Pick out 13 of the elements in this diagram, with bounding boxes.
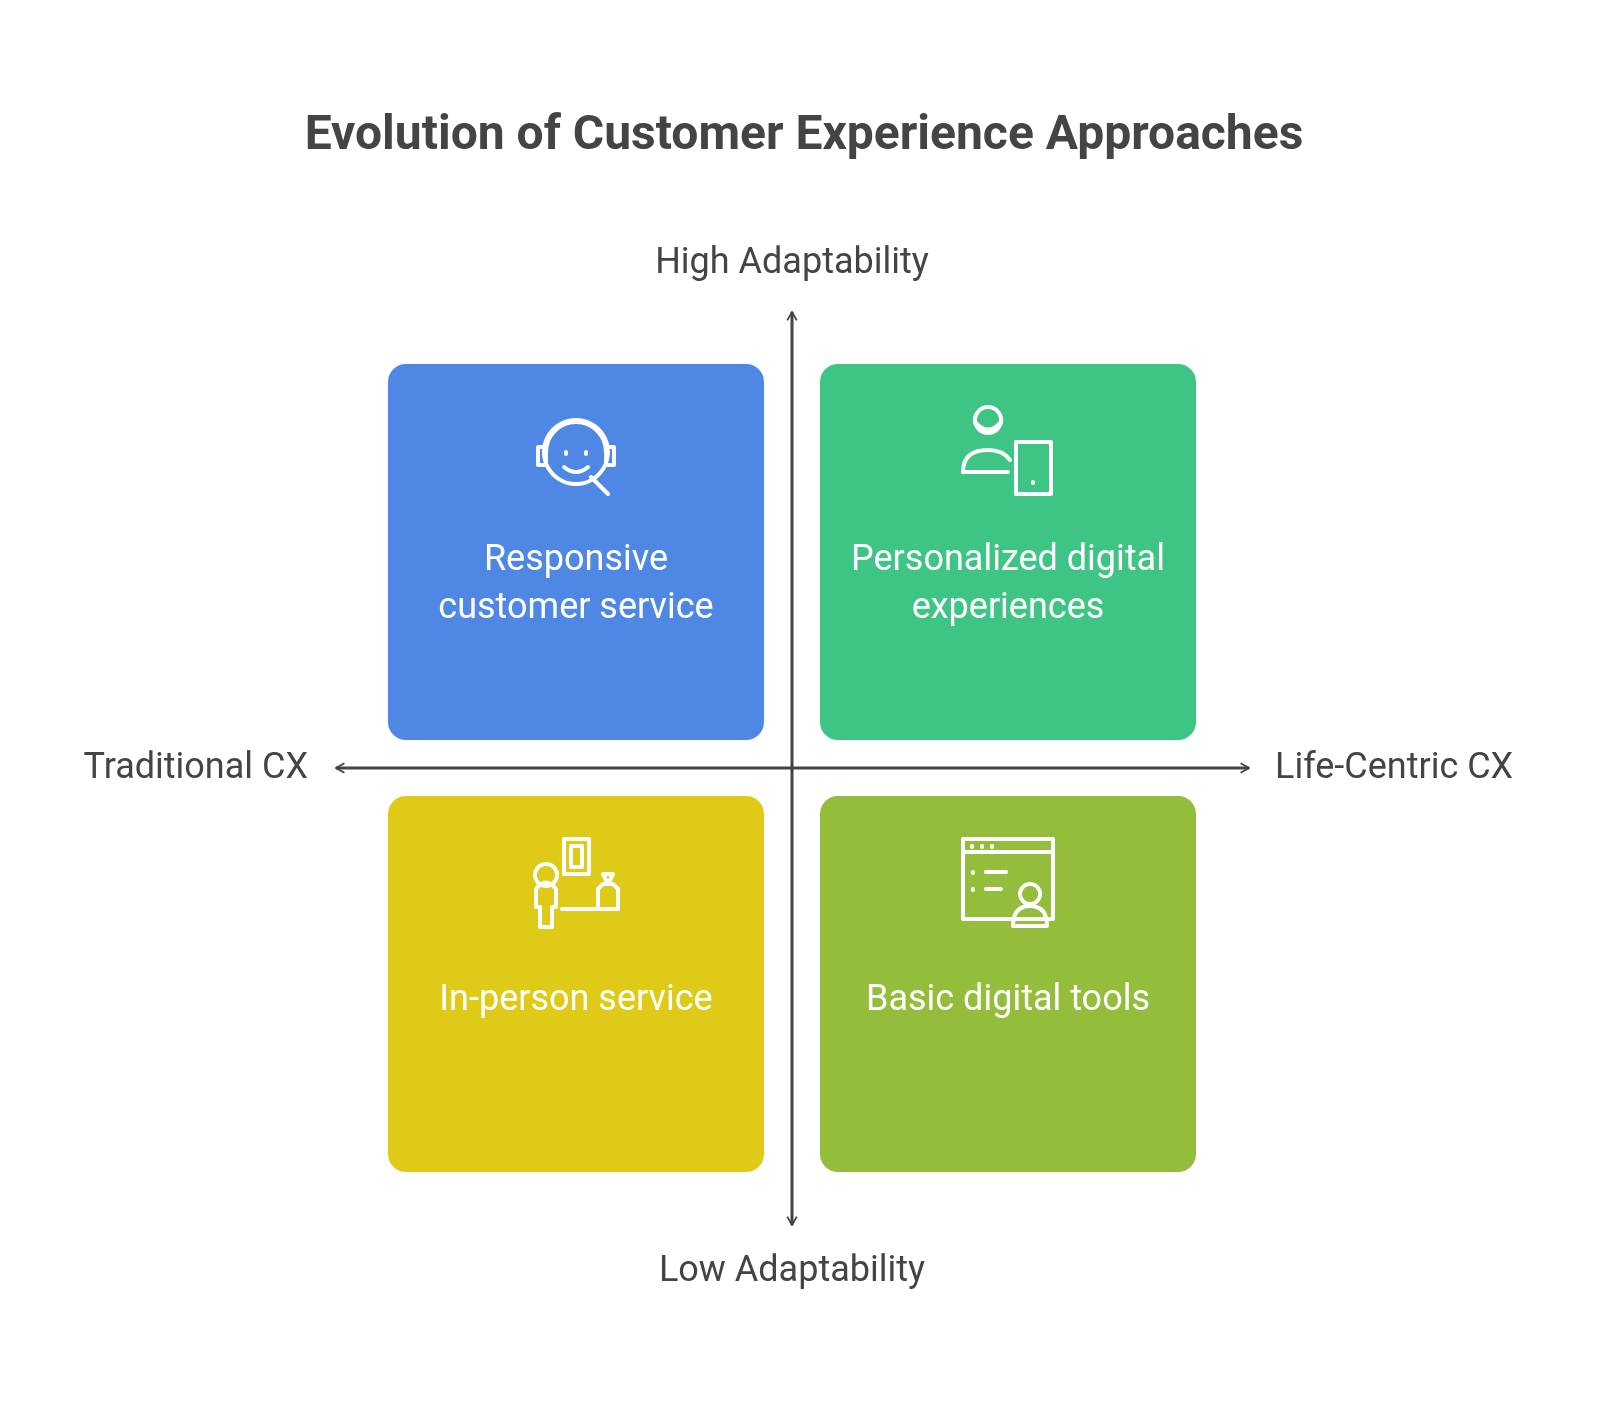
- quadrant-label: Responsive customer service: [437, 536, 715, 629]
- axis-label: Traditional CX: [83, 745, 308, 787]
- quadrant-label: In-person service: [438, 976, 714, 1021]
- quadrant-card: [820, 364, 1196, 740]
- title: Evolution of Customer Experience Approaches: [303, 104, 1305, 161]
- quadrant-label: Basic digital tools: [865, 976, 1151, 1021]
- axis-label: Life-Centric CX: [1275, 745, 1514, 787]
- axis-label: High Adaptability: [654, 240, 930, 282]
- quadrant-card: [820, 796, 1196, 1172]
- quadrant-label: Personalized digital experiences: [850, 536, 1166, 629]
- axis-label: Low Adaptability: [657, 1248, 927, 1290]
- quadrant-card: [388, 364, 764, 740]
- quadrant-card: [388, 796, 764, 1172]
